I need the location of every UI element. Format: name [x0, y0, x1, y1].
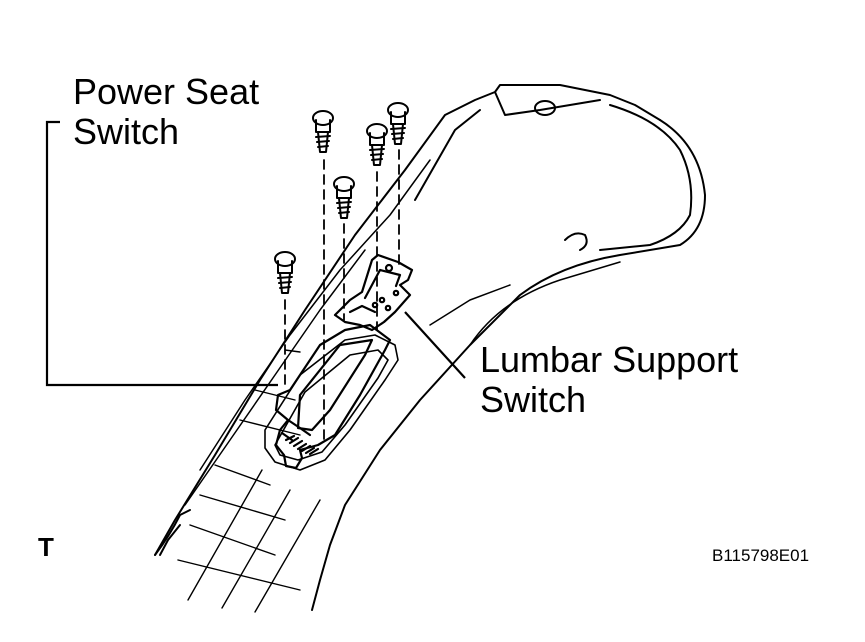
power-seat-switch-label-line2: Switch [73, 111, 180, 152]
screw [313, 111, 333, 152]
lumbar-support-switch-label-line2: Switch [480, 379, 587, 420]
lumbar-support-switch-label-line1: Lumbar Support [480, 339, 739, 380]
figure-code: B115798E01 [712, 546, 810, 565]
switch-recess [265, 335, 398, 470]
screw-alignment-lines [285, 150, 399, 445]
power-seat-switch-label: Power Seat Switch [73, 72, 259, 152]
power-seat-switch-part [276, 325, 390, 468]
seat-quilting [178, 350, 320, 612]
seat-cover-inner-contours [185, 160, 620, 505]
power-seat-switch-label-line1: Power Seat [73, 71, 260, 112]
leader-lines [47, 122, 465, 385]
screw [334, 177, 354, 218]
screw [275, 252, 295, 293]
seat-cover-panel [155, 85, 705, 610]
lumbar-support-switch-part [335, 255, 412, 330]
screw [367, 124, 387, 165]
screw [388, 103, 408, 144]
corner-mark: T [38, 532, 54, 562]
power-seat-leader [47, 122, 278, 385]
lumbar-support-leader [405, 312, 465, 378]
lumbar-support-switch-label: Lumbar Support Switch [480, 340, 738, 420]
